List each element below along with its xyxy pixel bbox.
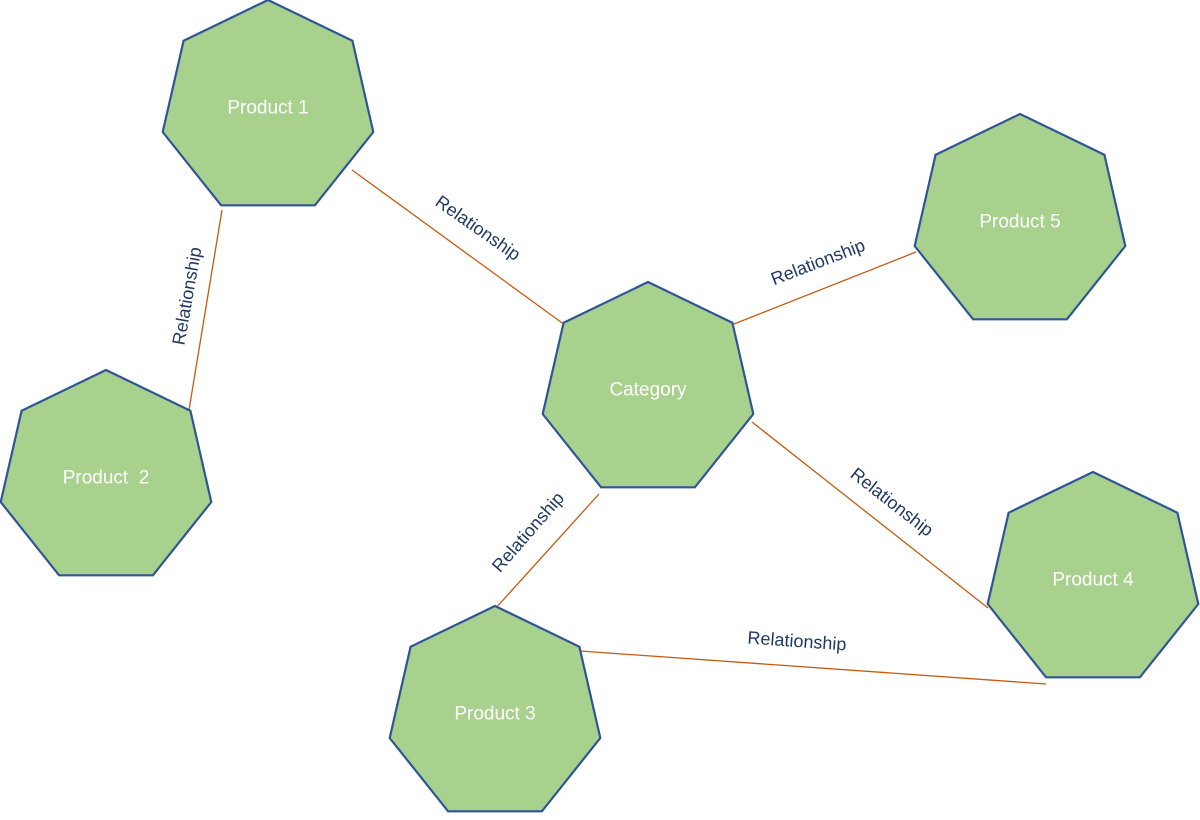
edge-label-product3-product4: Relationship	[747, 628, 847, 655]
edge-product1-category	[351, 169, 566, 326]
node-product5[interactable]: Product 5	[913, 112, 1127, 321]
node-product2[interactable]: Product 2	[0, 368, 213, 577]
heptagon-shape	[541, 280, 755, 489]
edge-label-product1-product2: Relationship	[169, 245, 206, 346]
edge-label-category-product4: Relationship	[847, 464, 937, 541]
edge-label-category-product3: Relationship	[488, 488, 568, 576]
node-product1[interactable]: Product 1	[161, 0, 375, 207]
edge-label-product1-category: Relationship	[432, 191, 525, 264]
edge-product1-product2	[188, 209, 223, 411]
heptagon-shape	[161, 0, 375, 207]
edge-category-product3	[494, 493, 600, 610]
heptagon-shape	[388, 604, 602, 813]
node-label-product4: Product 4	[1052, 570, 1134, 591]
node-product4[interactable]: Product 4	[986, 470, 1200, 679]
heptagon-shape	[986, 470, 1200, 679]
edges-layer	[188, 169, 1047, 685]
heptagon-shape	[0, 368, 213, 577]
node-label-product1: Product 1	[227, 98, 308, 119]
edge-category-product4	[751, 421, 989, 609]
edge-product3-product4	[579, 650, 1047, 685]
edge-category-product5	[733, 251, 917, 325]
node-label-product2: Product 2	[63, 468, 150, 489]
node-label-product3: Product 3	[454, 704, 535, 725]
edge-label-category-product5: Relationship	[768, 235, 868, 289]
node-product3[interactable]: Product 3	[388, 604, 602, 813]
node-label-category: Category	[609, 380, 687, 401]
node-label-product5: Product 5	[979, 212, 1060, 233]
node-category[interactable]: Category	[541, 280, 755, 489]
heptagon-shape	[913, 112, 1127, 321]
